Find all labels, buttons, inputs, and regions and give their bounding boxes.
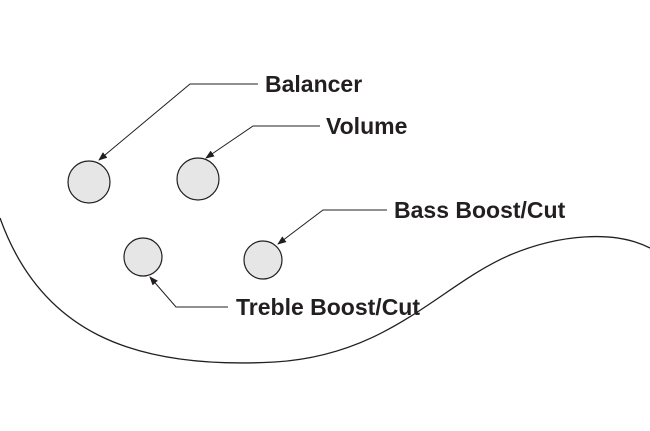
volume-knob xyxy=(176,157,220,201)
body-outline xyxy=(0,217,650,364)
treble-knob xyxy=(123,237,163,277)
treble-label: Treble Boost/Cut xyxy=(236,294,420,320)
balancer-label: Balancer xyxy=(265,71,362,97)
volume-leader-line xyxy=(205,125,320,159)
volume-label: Volume xyxy=(326,113,407,139)
balancer-leader-line xyxy=(98,83,258,161)
bass-leader-line xyxy=(277,209,387,245)
treble-leader-line xyxy=(149,276,228,308)
balancer-knob xyxy=(67,160,111,204)
bass-label: Bass Boost/Cut xyxy=(394,197,566,223)
bass-knob xyxy=(243,240,283,280)
